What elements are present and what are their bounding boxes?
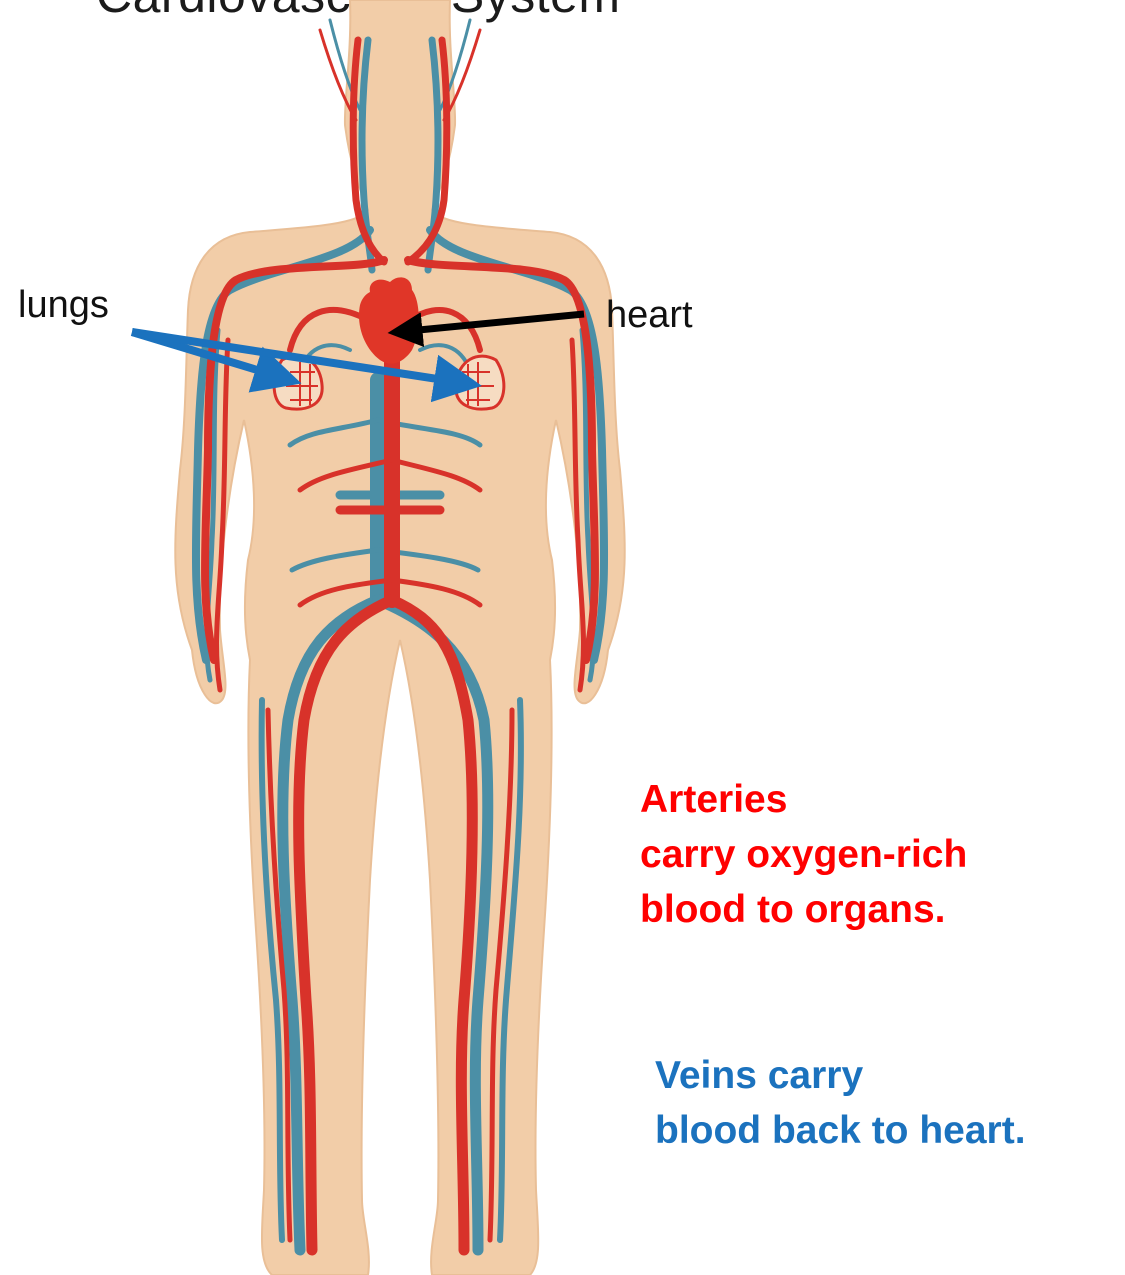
veins-note-line-2: blood back to heart. [655, 1103, 1026, 1158]
heart-label: heart [606, 294, 693, 337]
arteries-note-line-3: blood to organs. [640, 882, 967, 937]
arteries-note: Arteries carry oxygen-rich blood to orga… [640, 772, 967, 937]
lungs-label: lungs [18, 284, 109, 327]
body-silhouette [175, 0, 624, 1275]
veins-note: Veins carry blood back to heart. [655, 1048, 1026, 1158]
arteries-note-line-2: carry oxygen-rich [640, 827, 967, 882]
veins-note-line-1: Veins carry [655, 1048, 1026, 1103]
arteries-note-line-1: Arteries [640, 772, 967, 827]
